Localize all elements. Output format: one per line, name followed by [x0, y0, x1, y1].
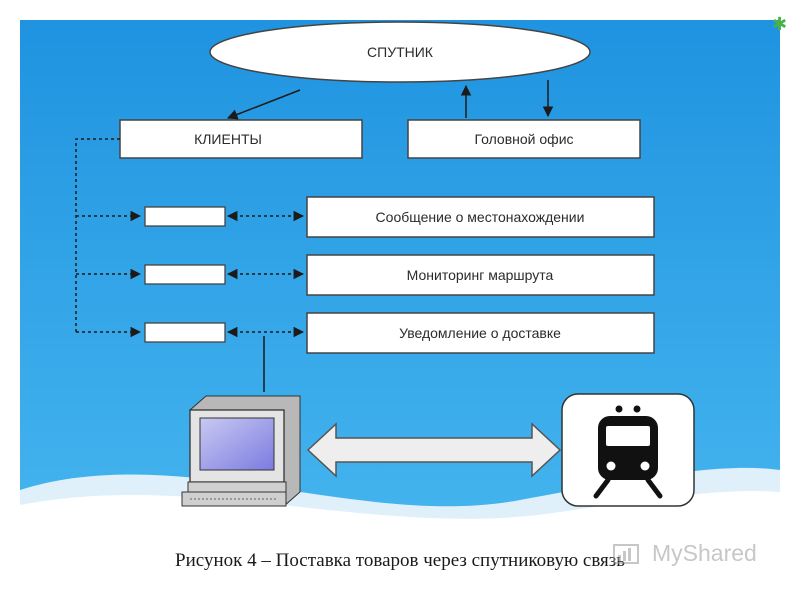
terminal-box-3 — [144, 322, 226, 343]
service-box-3 — [306, 312, 655, 354]
service-box-2 — [306, 254, 655, 296]
terminal-box-2 — [144, 264, 226, 285]
head-office-label: Головной офис — [474, 131, 573, 147]
computer-icon — [181, 395, 301, 507]
satellite-ellipse — [209, 21, 591, 83]
terminal-box-1 — [144, 206, 226, 227]
train-icon — [561, 393, 695, 507]
service-label-3: Уведомление о доставке — [399, 325, 561, 341]
satellite-label: СПУТНИК — [367, 44, 434, 60]
watermark-text: MyShared — [652, 540, 757, 566]
clients-label: КЛИЕНТЫ — [194, 131, 262, 147]
watermark: MyShared — [612, 540, 757, 567]
service-box-1 — [306, 196, 655, 238]
head-office-box — [407, 119, 641, 159]
satellite-to-clients-arrow — [227, 89, 301, 120]
service-label-2: Мониторинг маршрута — [407, 267, 554, 283]
double-arrow — [306, 422, 562, 478]
asterisk-icon: ✱ — [772, 14, 787, 35]
service-label-1: Сообщение о местонахождении — [376, 209, 585, 225]
myshared-logo-icon — [613, 543, 639, 564]
clients-bus-line — [75, 138, 120, 332]
figure-caption: Рисунок 4 – Поставка товаров через спутн… — [175, 550, 625, 571]
